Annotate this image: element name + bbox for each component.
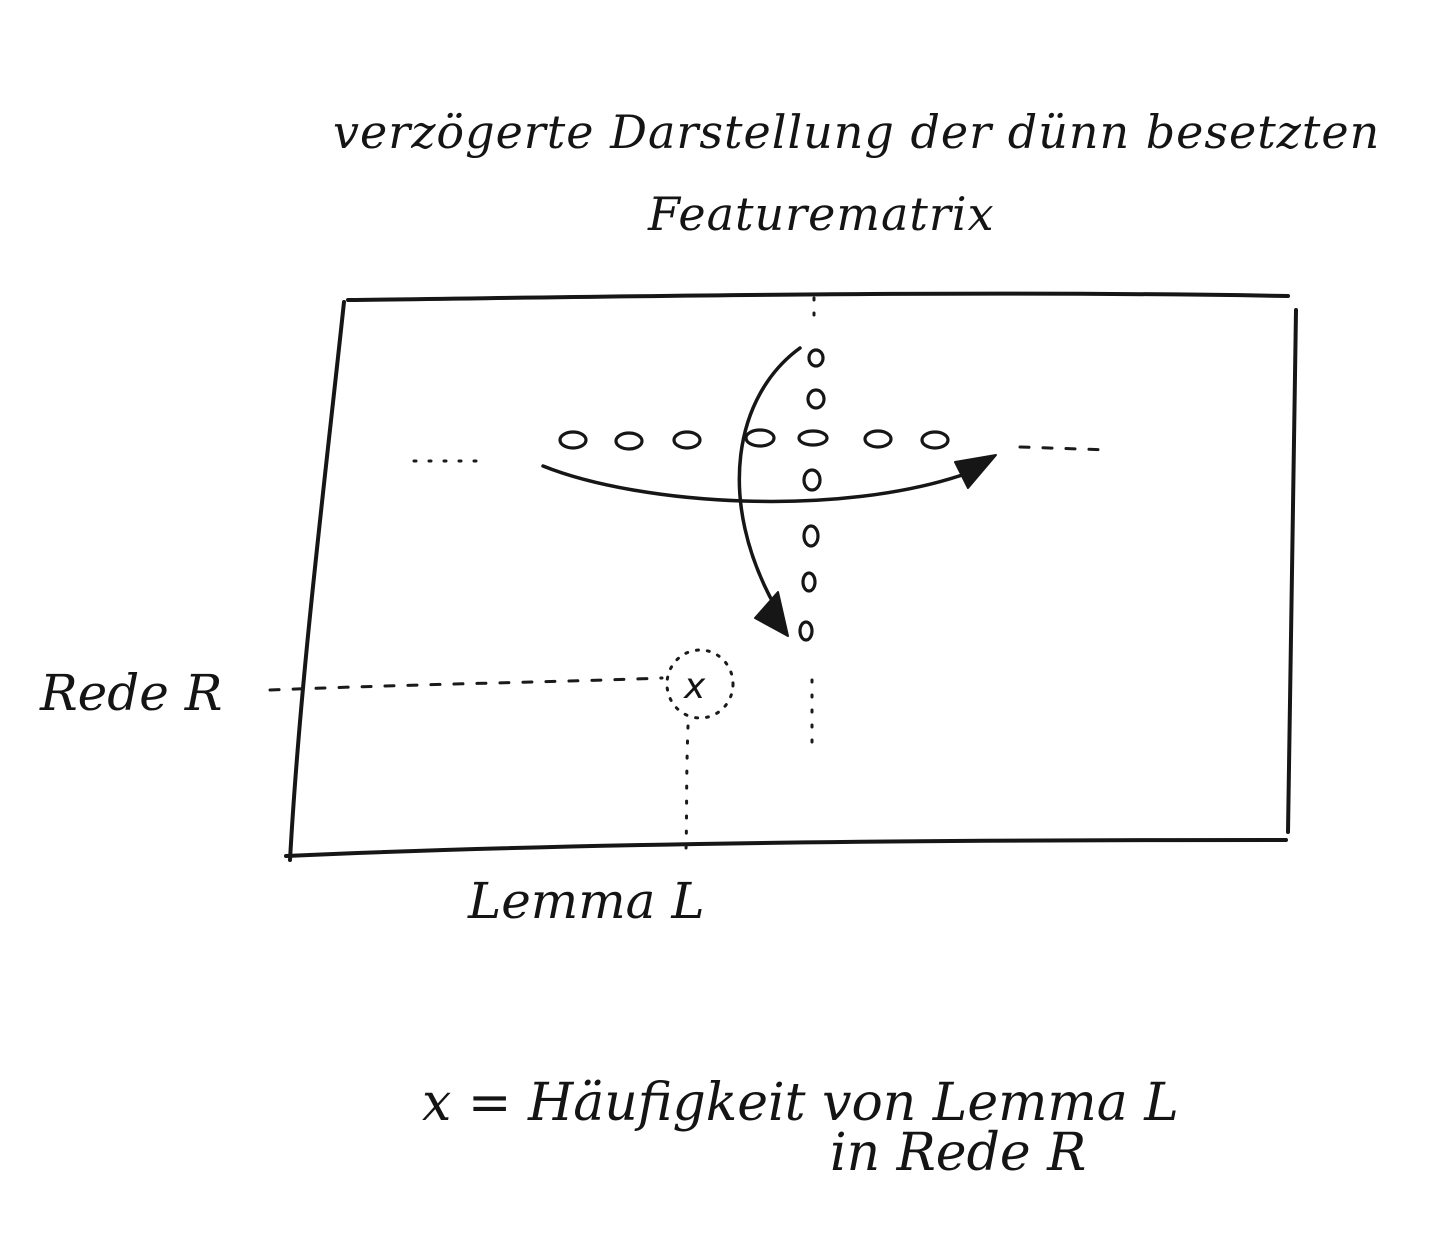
column-dotted-line <box>810 296 816 750</box>
column-label: Lemma L <box>467 872 705 930</box>
row-cell <box>920 430 950 450</box>
column-cells <box>798 348 826 642</box>
column-cell <box>806 388 826 410</box>
highlight-circle <box>665 648 735 720</box>
matrix-frame <box>284 291 1298 862</box>
legend-line-1: x = Häufigkeit von Lemma L <box>422 1073 1179 1133</box>
column-cell <box>807 348 825 368</box>
row-label: Rede R <box>39 664 222 722</box>
vertical-arrow <box>737 346 802 637</box>
row-guide-line <box>268 676 664 692</box>
column-cell <box>801 571 817 593</box>
horizontal-arrow <box>541 454 997 504</box>
column-cell <box>798 620 814 642</box>
title-line-1: verzögerte Darstellung der dünn besetzte… <box>333 105 1380 159</box>
title-line-2: Featurematrix <box>647 187 995 241</box>
row-cell <box>614 431 644 451</box>
column-cell <box>802 524 820 548</box>
column-cell <box>802 468 822 492</box>
row-cell <box>863 429 893 449</box>
legend-line-2: in Rede R <box>830 1123 1086 1183</box>
row-cell <box>672 430 702 450</box>
row-cell <box>744 428 776 448</box>
column-guide-line <box>684 724 690 852</box>
cell-marker-x: x <box>683 666 706 707</box>
row-dotted-line <box>412 445 1112 463</box>
row-cells <box>558 428 950 451</box>
row-cell <box>558 430 588 450</box>
row-cell <box>797 429 829 447</box>
